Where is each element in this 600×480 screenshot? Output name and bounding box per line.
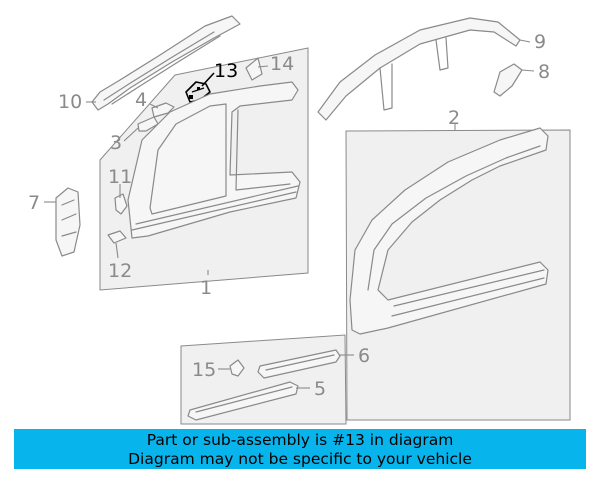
callout-9: 9 — [534, 31, 546, 53]
callout-5: 5 — [314, 378, 326, 400]
part-6-rocker-reinforcement[interactable] — [257, 349, 341, 379]
part-7-b-pillar-reinforcement[interactable] — [55, 187, 81, 257]
banner-line-part-number: Part or sub-assembly is #13 in diagram — [146, 431, 454, 449]
callout-2: 2 — [448, 107, 460, 129]
part-13-gusset-highlighted[interactable] — [185, 81, 211, 103]
callout-14: 14 — [270, 53, 294, 75]
callout-3: 3 — [110, 132, 122, 154]
part-5-rocker-panel[interactable] — [187, 381, 299, 421]
callout-15: 15 — [192, 359, 216, 381]
part-12-plate[interactable] — [107, 230, 127, 244]
callout-6: 6 — [358, 345, 370, 367]
callout-labels: 10 4 3 7 11 12 1 13 14 9 8 2 6 5 15 — [28, 31, 550, 400]
callout-1: 1 — [200, 277, 212, 299]
callout-7: 7 — [28, 192, 40, 214]
leader-lines — [44, 39, 535, 389]
part-15-bracket[interactable] — [229, 359, 245, 377]
callout-13: 13 — [214, 60, 238, 82]
part-10-a-pillar-rail[interactable] — [91, 15, 241, 111]
part-3-bracket[interactable] — [137, 116, 159, 132]
part-2-inner-body-side-assembly[interactable] — [349, 127, 549, 335]
banner-line-disclaimer: Diagram may not be specific to your vehi… — [128, 449, 472, 468]
callout-11: 11 — [108, 166, 132, 188]
info-banner: Part or sub-assembly is #13 in diagram D… — [14, 429, 586, 469]
part-1-body-side-assembly[interactable] — [127, 81, 301, 239]
callout-10: 10 — [58, 91, 82, 113]
part-11-bracket[interactable] — [114, 193, 128, 215]
callout-4: 4 — [135, 89, 147, 111]
part-4-bracket[interactable] — [151, 102, 175, 118]
part-14-bracket[interactable] — [245, 57, 263, 81]
part-9-roof-rail[interactable] — [317, 17, 521, 121]
callout-8: 8 — [538, 61, 550, 83]
part-8-bracket[interactable] — [493, 63, 523, 97]
callout-12: 12 — [108, 260, 132, 282]
